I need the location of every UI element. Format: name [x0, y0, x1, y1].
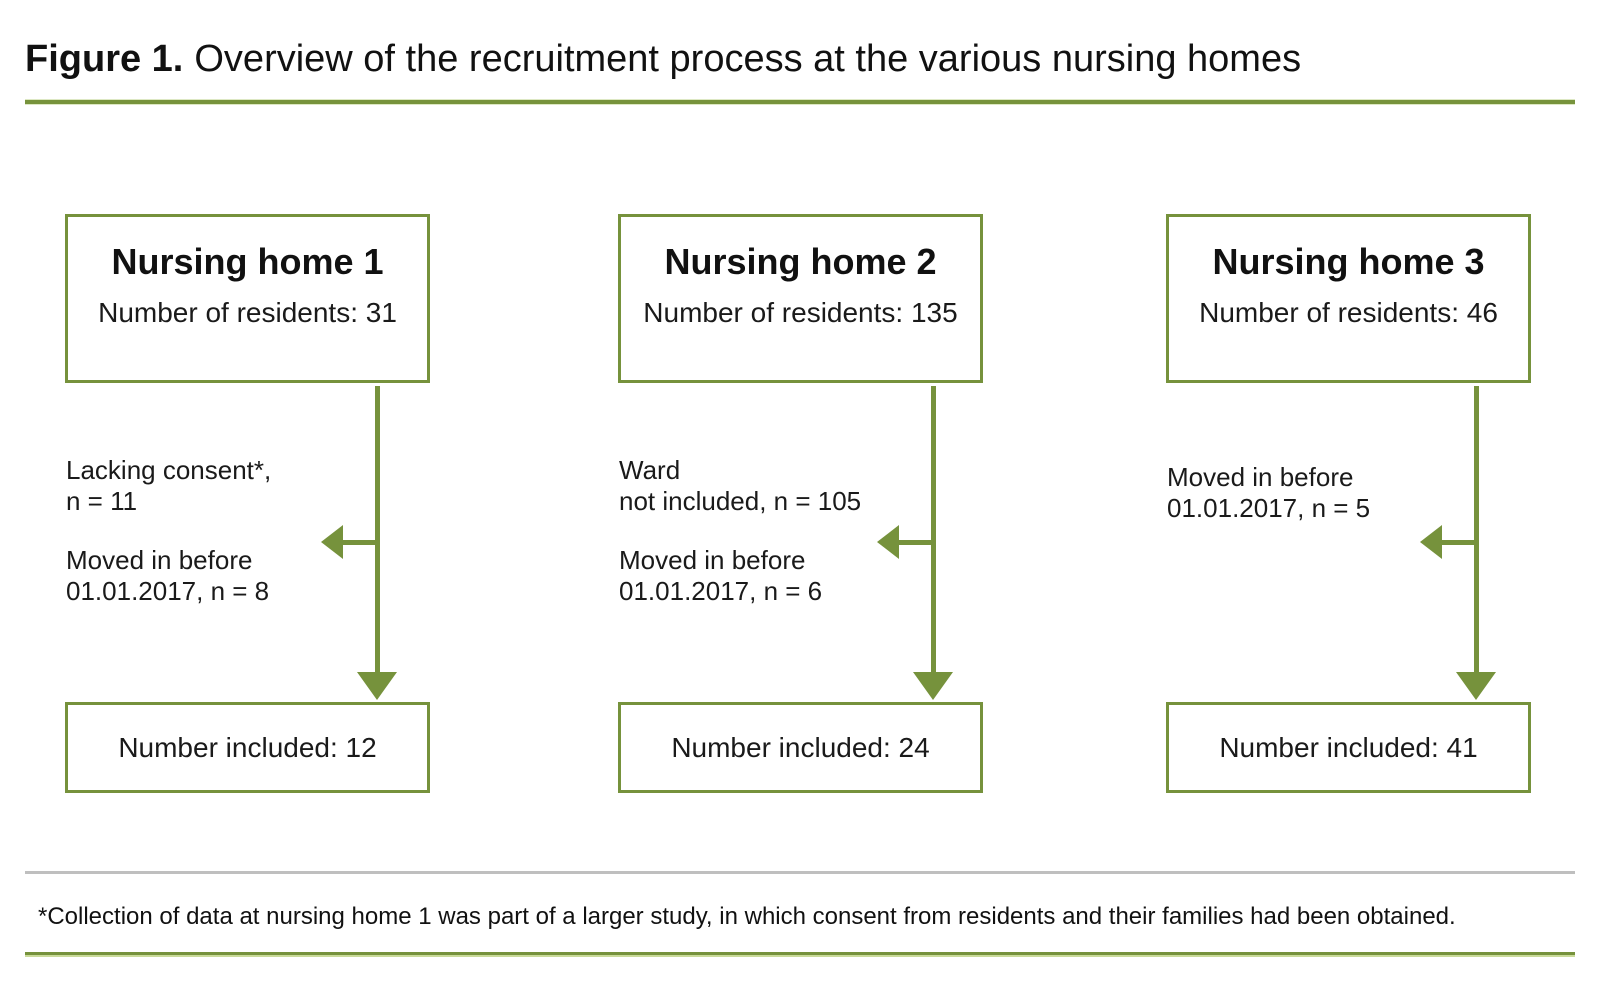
nursing-home-1-title: Nursing home 1 — [111, 241, 384, 282]
down-arrow-shaft — [1474, 386, 1479, 676]
down-arrow-shaft — [375, 386, 380, 676]
exclusion-line: 01.01.2017, n = 6 — [619, 576, 823, 606]
figure-caption: Overview of the recruitment process at t… — [194, 38, 1302, 80]
exclusion-line: 01.01.2017, n = 5 — [1167, 493, 1371, 523]
nursing-home-2-title: Nursing home 2 — [664, 241, 937, 282]
exclusion-arrow-head-icon — [321, 525, 343, 559]
nursing-home-3-included: Number included: 41 — [1219, 731, 1478, 763]
exclusion-arrow-shaft — [343, 540, 379, 545]
nursing-home-2-included: Number included: 24 — [671, 731, 930, 763]
nursing-home-3-box: Nursing home 3 Number of residents: 46 — [1166, 214, 1531, 383]
top-rule — [25, 100, 1575, 104]
exclusion-block: Moved in before 01.01.2017, n = 5 — [1167, 462, 1417, 524]
bottom-rule — [25, 952, 1575, 957]
exclusion-block: Lacking consent*, n = 11 — [66, 455, 316, 517]
nursing-home-1-included-box: Number included: 12 — [65, 702, 430, 793]
down-arrow-head-icon — [913, 672, 953, 700]
exclusion-line: n = 11 — [66, 486, 138, 516]
nursing-home-3-residents: Number of residents: 46 — [1199, 297, 1498, 328]
exclusion-arrow-shaft — [899, 540, 935, 545]
nursing-home-2-included-box: Number included: 24 — [618, 702, 983, 793]
exclusion-block: Moved in before 01.01.2017, n = 6 — [619, 545, 869, 607]
exclusion-arrow-head-icon — [877, 525, 899, 559]
nursing-home-3-included-box: Number included: 41 — [1166, 702, 1531, 793]
column-nursing-home-2: Nursing home 2 Number of residents: 135 … — [618, 0, 983, 983]
footnote-divider — [25, 871, 1575, 874]
exclusion-block: Moved in before 01.01.2017, n = 8 — [66, 545, 316, 607]
nursing-home-3-exclusions: Moved in before 01.01.2017, n = 5 — [1167, 462, 1417, 524]
exclusion-line: not included, n = 105 — [619, 486, 862, 516]
exclusion-line: 01.01.2017, n = 8 — [66, 576, 270, 606]
exclusion-line: Lacking consent*, — [66, 455, 272, 485]
nursing-home-2-residents: Number of residents: 135 — [643, 297, 958, 328]
column-nursing-home-1: Nursing home 1 Number of residents: 31 L… — [65, 0, 430, 983]
exclusion-line: Moved in before — [66, 545, 253, 575]
column-nursing-home-3: Nursing home 3 Number of residents: 46 M… — [1166, 0, 1531, 983]
nursing-home-1-exclusions: Lacking consent*, n = 11 Moved in before… — [66, 455, 316, 607]
nursing-home-1-included: Number included: 12 — [118, 731, 377, 763]
exclusion-arrow-shaft — [1442, 540, 1478, 545]
exclusion-line: Moved in before — [1167, 462, 1354, 492]
exclusion-line: Ward — [619, 455, 681, 485]
figure-title: Figure 1.Overview of the recruitment pro… — [25, 38, 1301, 81]
figure-number-label: Figure 1. — [25, 38, 184, 80]
nursing-home-2-exclusions: Ward not included, n = 105 Moved in befo… — [619, 455, 869, 607]
nursing-home-3-title: Nursing home 3 — [1212, 241, 1485, 282]
down-arrow-head-icon — [357, 672, 397, 700]
exclusion-block: Ward not included, n = 105 — [619, 455, 869, 517]
down-arrow-shaft — [931, 386, 936, 676]
exclusion-arrow-head-icon — [1420, 525, 1442, 559]
nursing-home-1-box: Nursing home 1 Number of residents: 31 — [65, 214, 430, 383]
down-arrow-head-icon — [1456, 672, 1496, 700]
footnote: *Collection of data at nursing home 1 wa… — [38, 903, 1456, 930]
exclusion-line: Moved in before — [619, 545, 806, 575]
nursing-home-1-residents: Number of residents: 31 — [98, 297, 397, 328]
nursing-home-2-box: Nursing home 2 Number of residents: 135 — [618, 214, 983, 383]
